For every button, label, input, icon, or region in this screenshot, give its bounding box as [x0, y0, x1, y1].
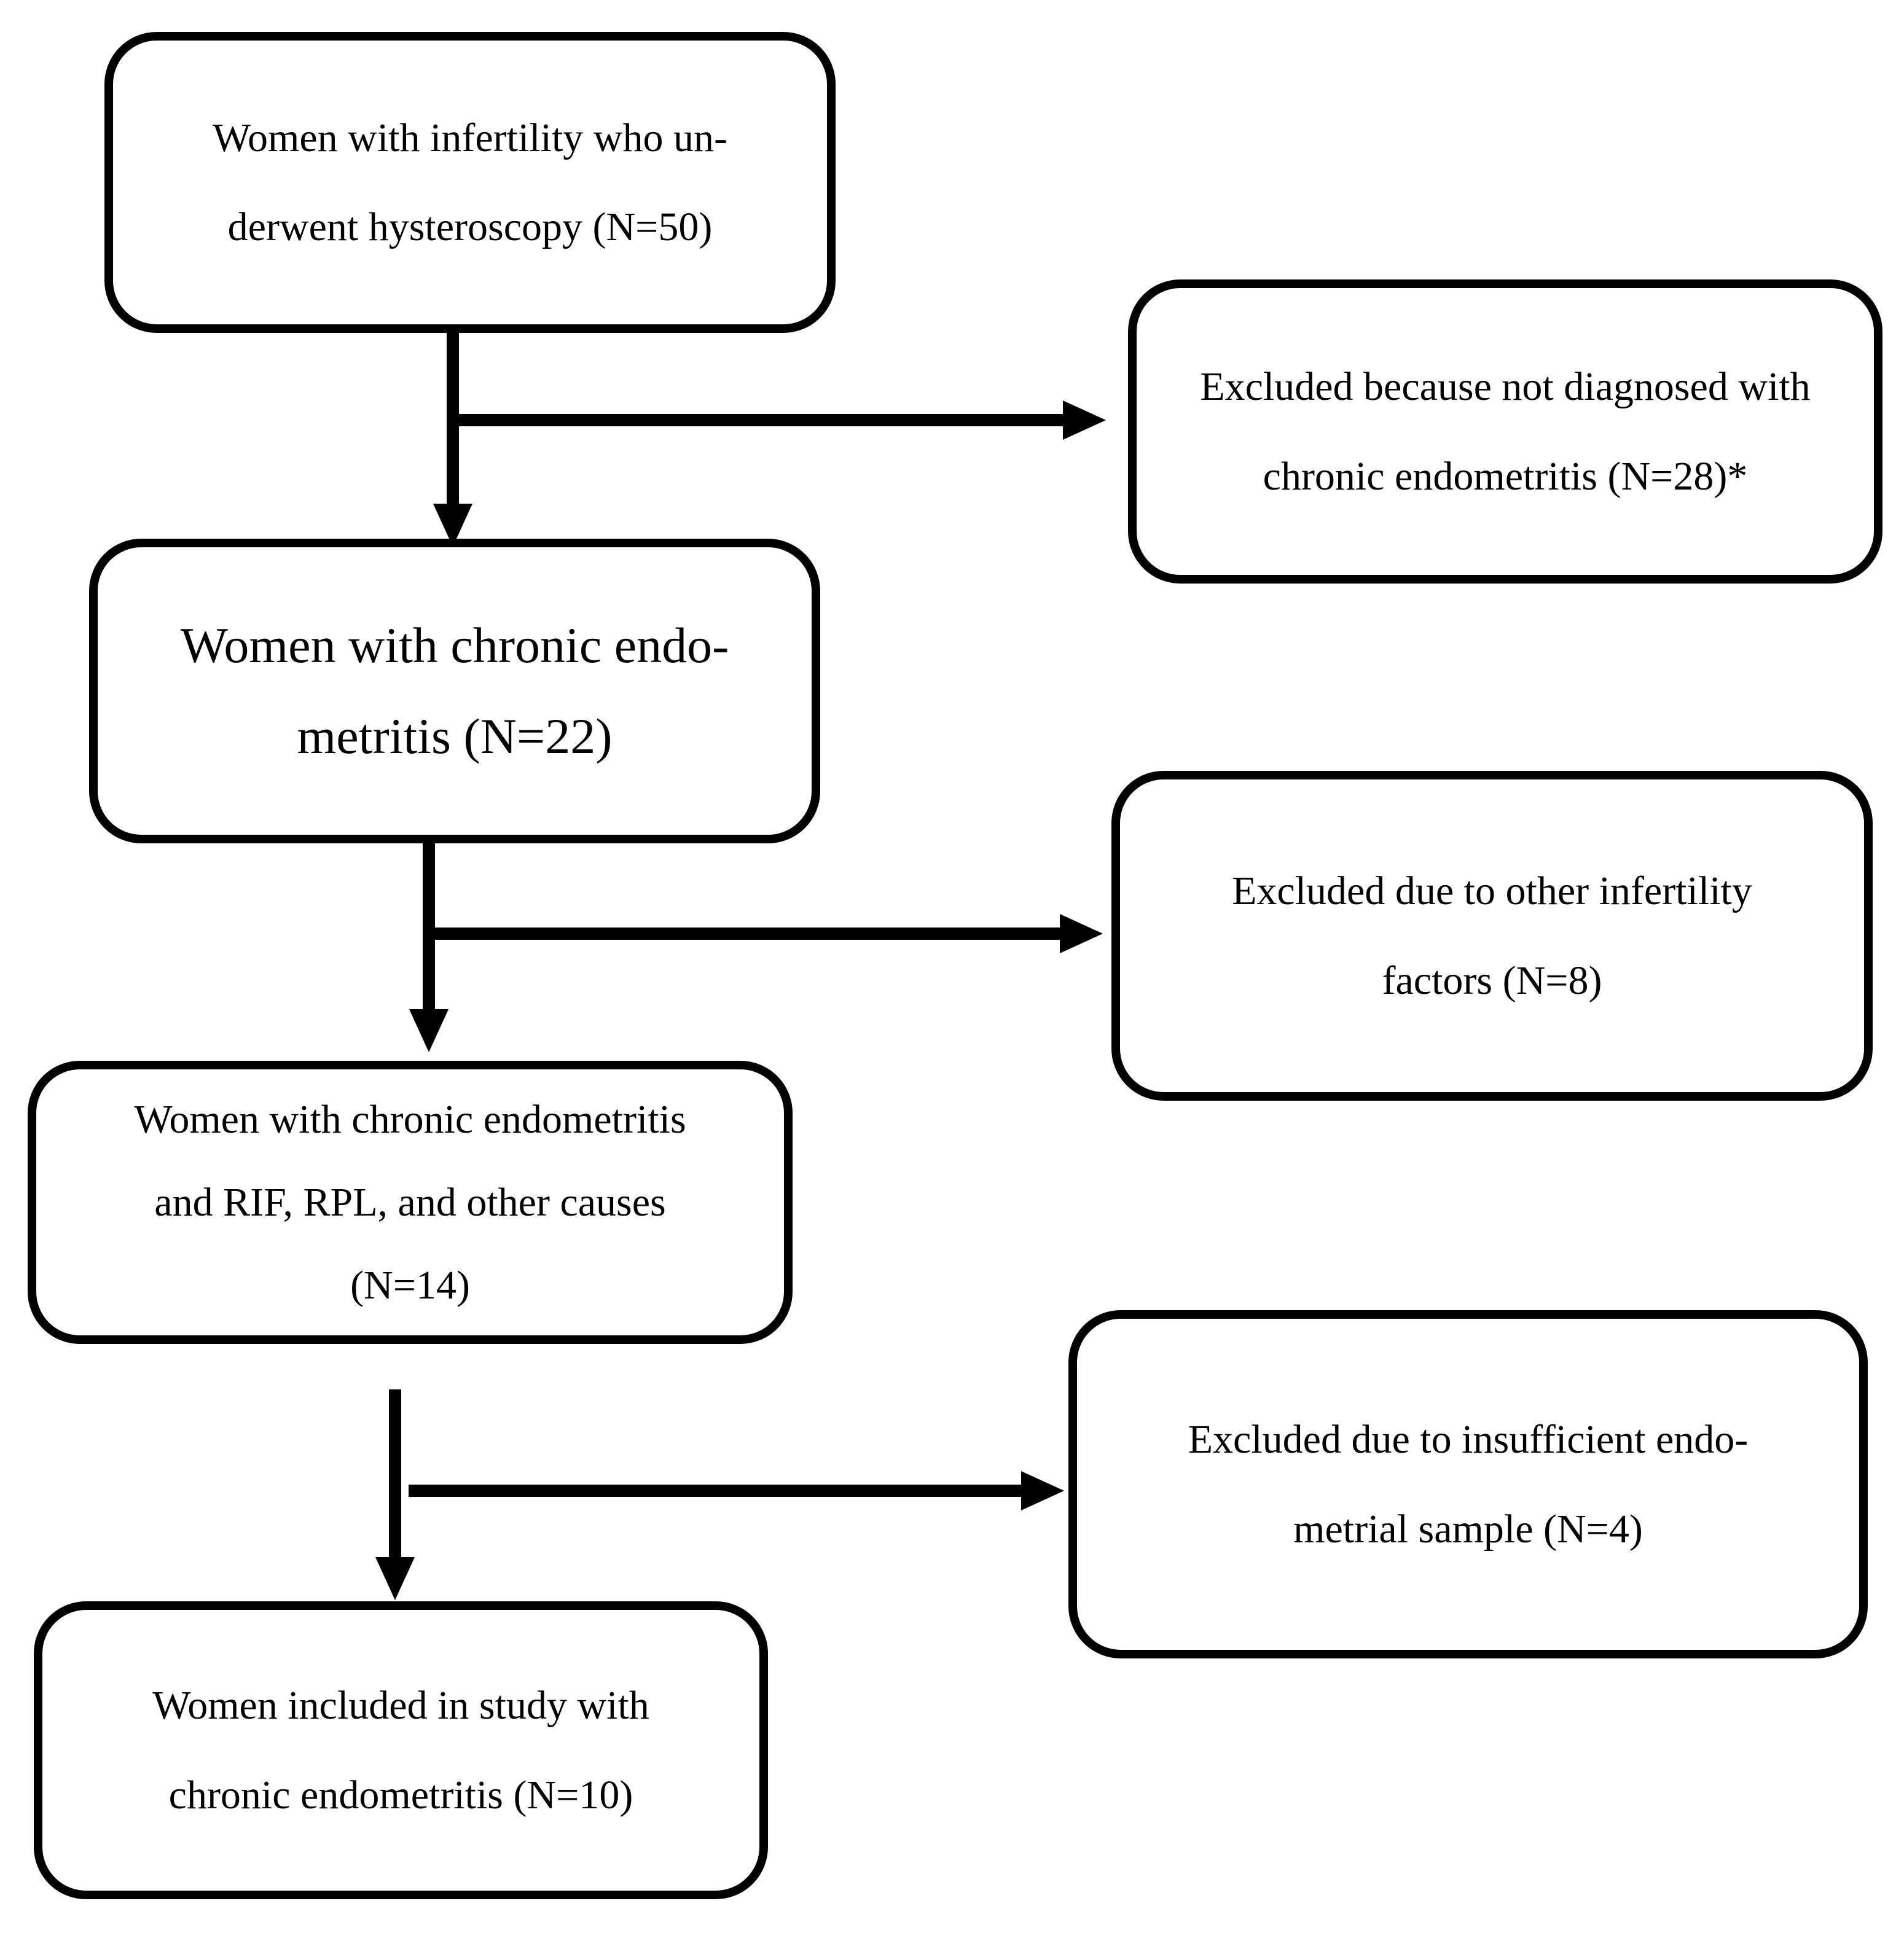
arrowhead-right-icon: [1063, 400, 1106, 440]
node-text-line: chronic endometritis (N=28)*: [1263, 453, 1748, 499]
node-text-line: chronic endometritis (N=10): [168, 1772, 633, 1818]
node-text-line: (N=14): [350, 1263, 470, 1308]
node-text-line: metrial sample (N=4): [1293, 1506, 1643, 1552]
arrowhead-right-icon: [1021, 1471, 1064, 1510]
arrowhead-down-icon: [375, 1557, 415, 1600]
arrow-shaft-ce-to-rif-rpl: [423, 843, 435, 1009]
node-excluded-not-diagnosed: Excluded because not diagnosed with chro…: [1128, 279, 1882, 584]
node-excluded-insufficient-sample: Excluded due to insufficient endo- metri…: [1068, 1310, 1868, 1658]
node-women-infertility-hysteroscopy: Women with infertility who un- derwent h…: [104, 32, 836, 333]
node-text-line: Women with infertility who un-: [213, 115, 727, 160]
node-text-line: Excluded due to other infertility: [1232, 869, 1752, 914]
arrowhead-right-icon: [1060, 914, 1103, 953]
node-text-line: Excluded due to insufficient endo-: [1188, 1417, 1749, 1462]
node-text-line: Women included in study with: [152, 1683, 649, 1728]
node-text-line: Excluded because not diagnosed with: [1200, 364, 1811, 410]
node-text-line: Women with chronic endometritis: [134, 1096, 686, 1142]
node-text-line: derwent hysteroscopy (N=50): [227, 205, 713, 249]
arrowhead-down-icon: [409, 1009, 449, 1052]
node-text-line: and RIF, RPL, and other causes: [154, 1179, 666, 1225]
arrow-shaft-to-excluded-other-factors: [423, 927, 1060, 940]
node-ce-rif-rpl-other-causes: Women with chronic endometritis and RIF,…: [28, 1061, 793, 1344]
node-text-line: factors (N=8): [1382, 958, 1602, 1003]
node-text-line: metritis (N=22): [297, 708, 613, 764]
node-excluded-other-infertility-factors: Excluded due to other infertility factor…: [1111, 771, 1873, 1101]
arrowhead-down-icon: [433, 504, 472, 547]
arrow-shaft-rif-rpl-to-included: [389, 1389, 401, 1557]
node-women-included-in-study: Women included in study with chronic end…: [34, 1601, 768, 1899]
arrow-shaft-to-excluded-not-diagnosed: [447, 414, 1063, 426]
node-text-line: Women with chronic endo-: [180, 617, 729, 674]
node-women-chronic-endometritis: Women with chronic endo- metritis (N=22): [89, 539, 820, 843]
arrow-shaft-to-excluded-insufficient: [409, 1485, 1021, 1497]
